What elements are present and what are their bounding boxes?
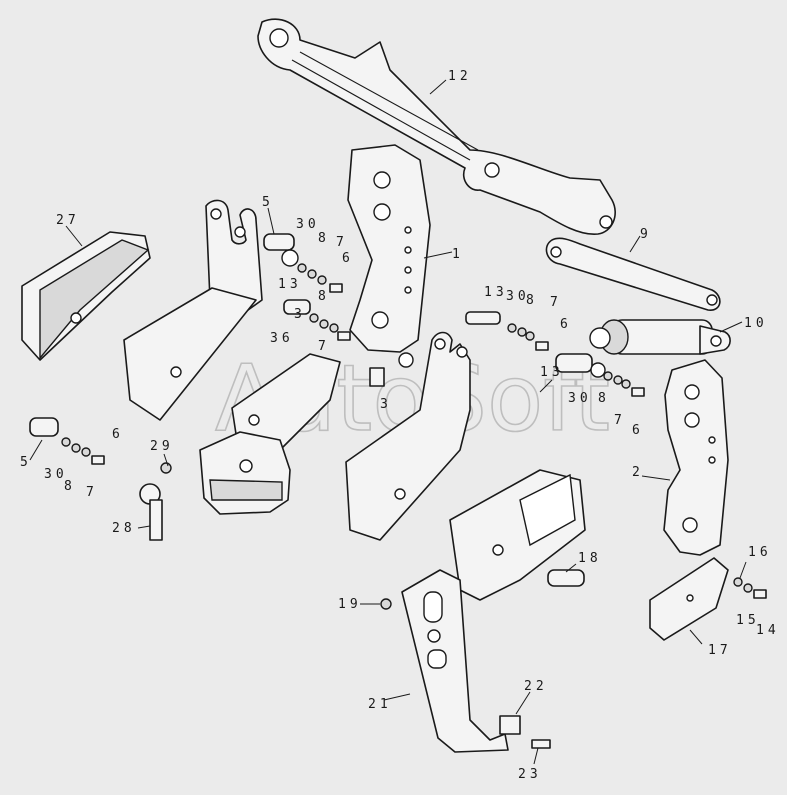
hydraulic-cylinder: [589, 319, 731, 355]
pin-group-left: [29, 417, 105, 465]
label-23: 23: [518, 767, 542, 782]
label-8-right: 8: [526, 293, 538, 308]
label-8-mid: 8: [318, 289, 330, 304]
label-16: 16: [748, 545, 772, 560]
misc-fasteners: [139, 352, 767, 749]
label-30-far: 30: [568, 391, 592, 406]
label-13-far: 13: [540, 365, 564, 380]
leader-lines: [29, 79, 747, 765]
label-17: 17: [708, 643, 732, 658]
slotted-bracket: [401, 569, 509, 753]
label-7-left: 7: [86, 485, 98, 500]
label-13-right: 13: [484, 285, 508, 300]
label-3-mid: 3: [294, 307, 306, 322]
label-2: 2: [632, 465, 644, 480]
label-30-top: 30: [296, 217, 320, 232]
label-6-far: 6: [632, 423, 644, 438]
side-plate-1: [347, 144, 431, 353]
label-7-far: 7: [614, 413, 626, 428]
label-36: 36: [270, 331, 294, 346]
label-6-right: 6: [560, 317, 572, 332]
label-10: 10: [744, 316, 768, 331]
label-28: 28: [112, 521, 136, 536]
label-19: 19: [338, 597, 362, 612]
frame-left: [21, 199, 341, 461]
cover-plate: [649, 557, 729, 641]
label-8-far: 8: [598, 391, 610, 406]
link-bar: [545, 237, 721, 311]
label-7-right: 7: [550, 295, 562, 310]
label-5-left: 5: [20, 455, 32, 470]
label-29: 29: [150, 439, 174, 454]
label-18: 18: [578, 551, 602, 566]
upper-link-arm: [257, 18, 616, 235]
label-1: 1: [452, 247, 464, 262]
label-21: 21: [368, 697, 392, 712]
label-6-top: 6: [342, 251, 354, 266]
label-6-left: 6: [112, 427, 124, 442]
label-12: 12: [448, 69, 472, 84]
label-30-right: 30: [506, 289, 530, 304]
label-5-top: 5: [262, 195, 274, 210]
frame-right: [345, 331, 586, 601]
label-15: 15: [736, 613, 760, 628]
label-9: 9: [640, 227, 652, 242]
label-13-left: 13: [278, 277, 302, 292]
label-8-left: 8: [64, 479, 76, 494]
label-8-top: 8: [318, 231, 330, 246]
pin-group-right: [465, 311, 645, 397]
label-7-top: 7: [336, 235, 348, 250]
side-plate-2: [663, 359, 729, 556]
label-22: 22: [524, 679, 548, 694]
hitch-block: [199, 431, 291, 515]
label-7-mid: 7: [318, 339, 330, 354]
callout-labels: 12 9 10 1 2 27 5 30 8 7 6 13 8 3 36 7 13…: [20, 69, 780, 782]
label-30-left: 30: [44, 467, 68, 482]
label-27: 27: [56, 213, 80, 228]
pin-group-top: [263, 233, 343, 293]
pin-group-mid: [283, 299, 351, 341]
label-3-center: 3: [380, 397, 392, 412]
label-14: 14: [756, 623, 780, 638]
